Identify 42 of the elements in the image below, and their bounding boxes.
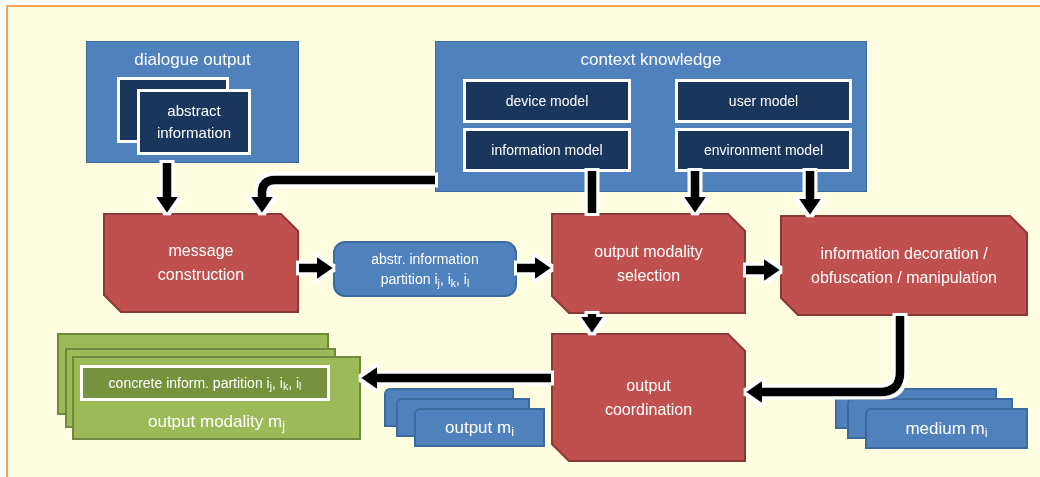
group-panel [86, 41, 299, 163]
arrow [517, 257, 551, 279]
model-box [463, 128, 631, 172]
stacked-cards [115, 74, 252, 156]
arrow [251, 175, 435, 213]
arrow [299, 257, 333, 279]
node-label: user model [728, 91, 799, 111]
process-box [103, 213, 299, 313]
model-box [675, 128, 852, 172]
arrow [581, 314, 603, 333]
node-label: concrete inform. partition i$_{j}$, i$_{k}$, i$_{l}$ [108, 373, 302, 394]
node-label: abstr. information partition i$_{j}$, i$_{k}$, i$_{l}$ [370, 250, 480, 289]
node-label: message construction [156, 241, 246, 285]
model-box [463, 79, 631, 123]
node-label: information model [491, 140, 603, 160]
stacked-sheets [57, 333, 361, 440]
node-label: environment model [703, 140, 824, 160]
process-box [551, 333, 746, 462]
node-label: output modality selection [593, 241, 704, 286]
process-box [551, 213, 746, 314]
node-label: information decoration / obfuscation / manipulation [810, 243, 998, 288]
node-label: abstract information [155, 101, 233, 143]
node-label: context knowledge [580, 49, 722, 71]
node-label: medium m$_{i}$ [905, 417, 988, 441]
arrow [799, 171, 821, 215]
group-panel [435, 41, 867, 192]
arrow [746, 316, 905, 403]
stacked-sheets [384, 388, 545, 447]
node-label: device model [505, 91, 589, 111]
process-box [780, 215, 1028, 316]
node-label: output modality m$_{j}$ [148, 411, 285, 434]
data-box [333, 241, 517, 297]
node-label: output m$_{i}$ [445, 416, 514, 440]
node-label: dialogue output [134, 49, 251, 71]
node-label: output coordination [603, 375, 694, 420]
arrow [361, 367, 551, 389]
stacked-sheets [835, 388, 1028, 449]
partition-box [80, 365, 330, 401]
arrow [746, 259, 780, 281]
model-box [675, 79, 852, 123]
arrow [156, 163, 178, 213]
arrow [684, 171, 706, 213]
